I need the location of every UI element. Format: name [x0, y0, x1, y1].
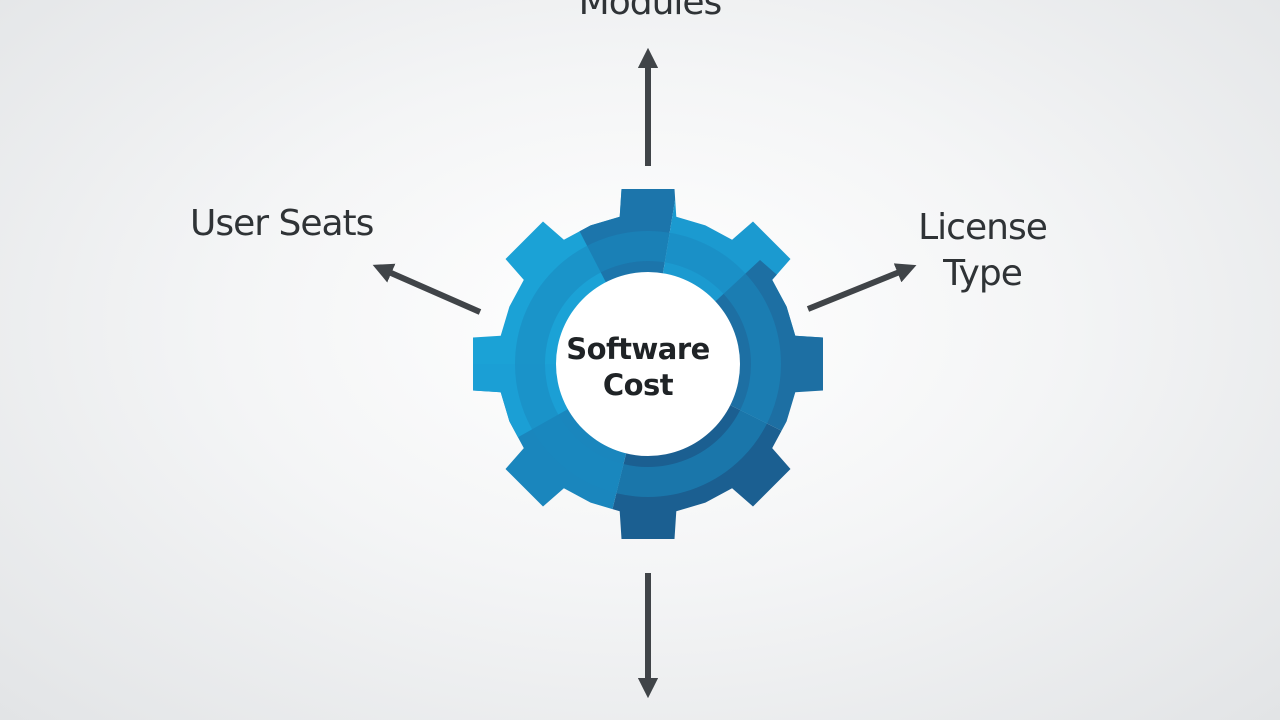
license-type-line-2: Type [943, 253, 1023, 294]
factor-label-user-seats: User Seats [190, 203, 374, 244]
center-label-software-cost: Software Cost [548, 331, 728, 403]
arrow-left-user-seats [372, 263, 482, 315]
arrow-right-license-type [806, 263, 917, 312]
license-type-line-1: License [918, 207, 1048, 248]
gear-inner-ring [515, 231, 781, 497]
center-label-line-1: Software [566, 332, 710, 366]
factor-label-license-type: License Type [905, 205, 1060, 297]
factor-label-modules: Modules [578, 0, 723, 23]
center-label-line-2: Cost [602, 368, 674, 402]
gear-center-disc [556, 272, 740, 456]
